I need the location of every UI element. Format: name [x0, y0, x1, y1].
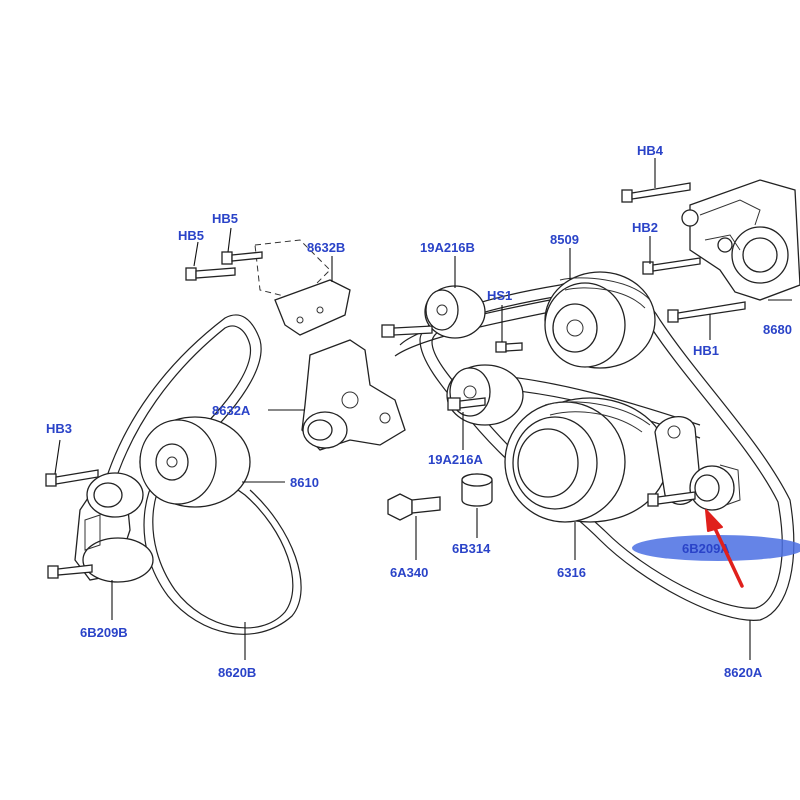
bolt-19a216b: [381, 324, 433, 338]
label-8620a: 8620A: [724, 665, 763, 680]
pulley-8610: [139, 416, 251, 508]
label-6316: 6316: [557, 565, 586, 580]
bolt-tensioner: [647, 491, 696, 507]
tensioner-8632a: [301, 339, 406, 451]
bolt-hb3: [45, 469, 99, 487]
tensioner-6b209b: [74, 472, 154, 583]
spacer-6b314: [461, 473, 493, 507]
bolt-hb5-a: [185, 267, 236, 281]
bracket-8680: [681, 179, 800, 301]
label-8632b: 8632B: [307, 240, 345, 255]
label-hb1: HB1: [693, 343, 719, 358]
bolt-6b209b: [47, 564, 93, 579]
label-8610: 8610: [290, 475, 319, 490]
belt-8620a-inner: [431, 289, 783, 609]
label-hb5-a: HB5: [178, 228, 204, 243]
red-arrow-icon: [705, 509, 744, 588]
bolt-6a340: [387, 493, 441, 521]
leader-lines: [54, 158, 792, 660]
label-8632a: 8632A: [212, 403, 251, 418]
label-8620b: 8620B: [218, 665, 256, 680]
highlight-6b209a: [632, 535, 800, 561]
idler-19a216b: [424, 285, 486, 339]
bolt-hb1: [667, 301, 746, 323]
pulley-8509: [544, 271, 656, 369]
label-8509: 8509: [550, 232, 579, 247]
bolt-hb4: [621, 182, 691, 203]
label-6b209b: 6B209B: [80, 625, 128, 640]
tensioner-6b209a: [654, 416, 741, 511]
belt-8620a: [419, 278, 795, 621]
bolt-19a216a: [447, 397, 486, 411]
belt-8620b: [99, 314, 294, 629]
label-8680: 8680: [763, 322, 792, 337]
bracket-8632b: [254, 239, 351, 336]
label-6b314: 6B314: [452, 541, 491, 556]
label-19a216b: 19A216B: [420, 240, 475, 255]
label-6a340: 6A340: [390, 565, 428, 580]
bolt-hb2: [642, 257, 701, 275]
label-hb4: HB4: [637, 143, 664, 158]
crank-pulley-6316: [504, 397, 669, 523]
label-hb3: HB3: [46, 421, 72, 436]
label-hb2: HB2: [632, 220, 658, 235]
idler-19a216a: [446, 364, 524, 426]
label-hb5-b: HB5: [212, 211, 238, 226]
label-6b209a: 6B209A: [682, 541, 730, 556]
label-hs1: HS1: [487, 288, 512, 303]
bolt-hs1: [495, 341, 523, 353]
label-19a216a: 19A216A: [428, 452, 484, 467]
bolt-hb5-b: [221, 251, 263, 265]
